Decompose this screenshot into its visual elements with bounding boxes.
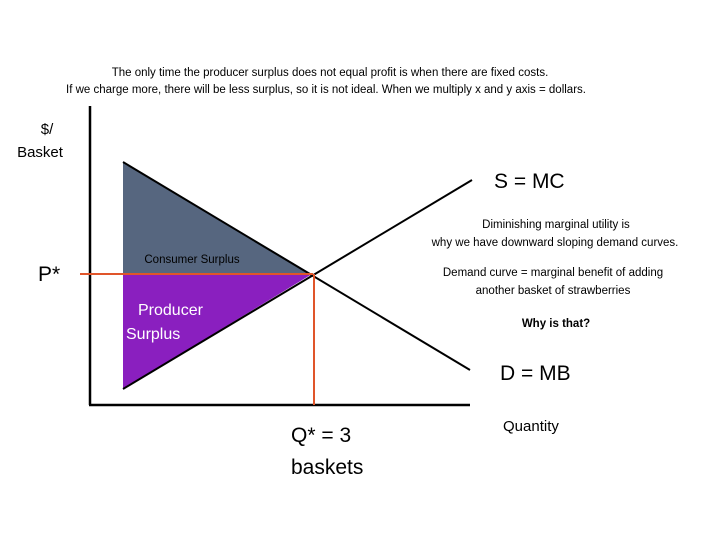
demand-curve-label: D = MB — [500, 362, 571, 385]
demand-curve — [122, 161, 471, 371]
producer-surplus-label-line1: Producer — [138, 302, 204, 319]
equilibrium-quantity-unit: baskets — [291, 456, 363, 479]
supply-curve — [122, 179, 473, 390]
note-dmu-line2: why we have downward sloping demand curv… — [431, 237, 679, 249]
note-question: Why is that? — [522, 318, 590, 330]
equilibrium-quantity-label: Q* = 3 — [291, 424, 351, 447]
y-axis-label-basket: Basket — [17, 144, 64, 161]
producer-surplus-label-line2: Surplus — [126, 326, 180, 343]
note-dmu-line1: Diminishing marginal utility is — [482, 219, 630, 231]
header-note-fixed-costs: The only time the producer surplus does … — [112, 67, 549, 79]
note-demand-line2: another basket of strawberries — [476, 285, 631, 297]
header-note-surplus: If we charge more, there will be less su… — [66, 84, 586, 96]
note-demand-line1: Demand curve = marginal benefit of addin… — [443, 267, 663, 279]
x-axis-label: Quantity — [503, 418, 559, 435]
supply-curve-label: S = MC — [494, 170, 565, 193]
y-axis-label-dollar: $/ — [41, 121, 54, 138]
consumer-surplus-label: Consumer Surplus — [144, 254, 239, 266]
equilibrium-price-label: P* — [38, 263, 60, 286]
